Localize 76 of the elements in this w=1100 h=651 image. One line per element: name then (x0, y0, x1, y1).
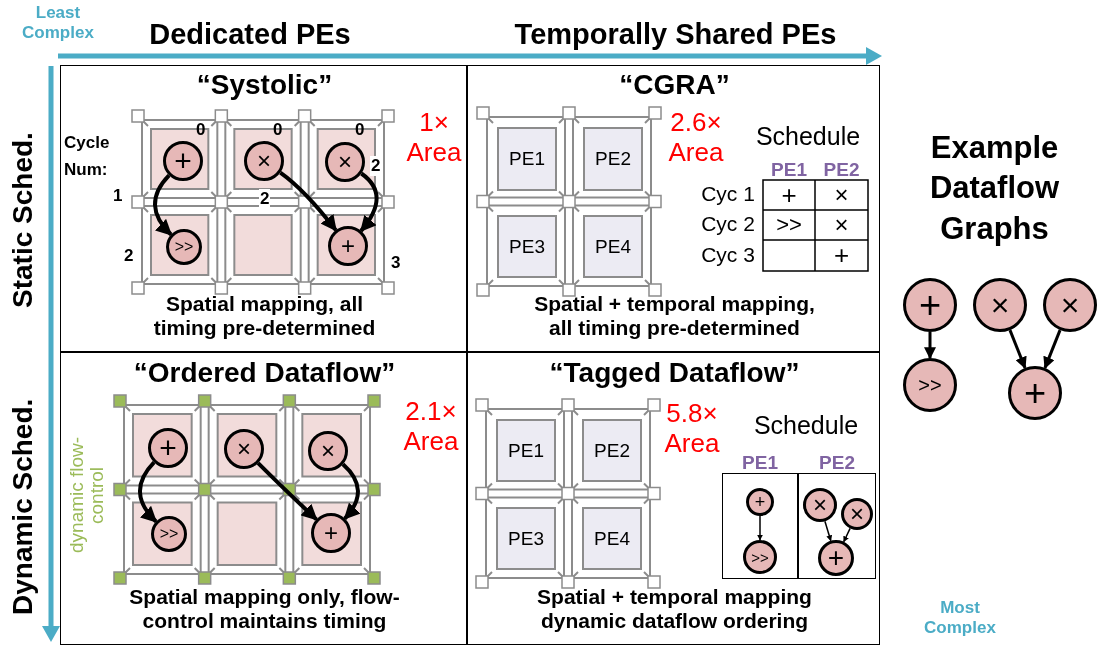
row-header: Static Sched. (8, 131, 39, 310)
arrow (153, 173, 173, 236)
operator-circle: × (841, 498, 873, 530)
operator-circle: × (803, 488, 837, 522)
operator-circle: >> (903, 358, 957, 412)
quadrant-panel (467, 352, 880, 645)
arrow (359, 171, 379, 233)
cycle-number: 0 (355, 120, 365, 140)
arrow (279, 170, 338, 232)
arrow (1043, 329, 1062, 370)
edge-label: 2 (259, 189, 271, 209)
panel-caption: Spatial mapping only, flow-control maintains timing (128, 585, 401, 634)
schedule-heading: Schedule (754, 122, 862, 151)
operator-circle: × (973, 278, 1027, 332)
schedule-entry: × (833, 181, 850, 209)
column-heading: PE1 (741, 452, 779, 474)
pe-tile: PE1 (497, 127, 557, 191)
quadrant-panel (60, 352, 467, 645)
arrow (924, 332, 936, 360)
operator-circle: >> (743, 540, 777, 574)
column-heading: PE1 (770, 159, 808, 181)
axis-label: Least Complex (21, 3, 95, 43)
arrow (757, 515, 763, 541)
operator-circle: + (903, 278, 957, 332)
row-header: Dynamic Sched. (8, 397, 39, 618)
arrow (824, 520, 833, 542)
area-note: 5.8× Area (663, 399, 721, 459)
pe-tile: PE2 (582, 419, 642, 482)
edge-label: 2 (370, 156, 382, 176)
operator-circle: + (1008, 366, 1062, 420)
area-note: 2.1× Area (402, 397, 460, 457)
schedule-heading: Schedule (752, 411, 860, 440)
area-note: 2.6× Area (667, 108, 725, 168)
cycle-number: 3 (391, 253, 401, 273)
panel-caption: Spatial mapping, all timing pre-determined (152, 292, 377, 341)
pe-tile: PE2 (583, 127, 643, 191)
panel-caption: Spatial + temporal mapping, all timing pre-determined (533, 292, 816, 341)
cycle-number-caption: Cycle Num: (64, 132, 111, 182)
row-label: Cyc 3 (700, 243, 756, 268)
side-note: dynamic flow-control (67, 435, 108, 556)
column-header: Dedicated PEs (148, 18, 352, 52)
column-header: Temporally Shared PEs (513, 18, 838, 52)
schedule-entry: × (833, 211, 850, 239)
schedule-entry: + (780, 181, 798, 211)
pe-tile: PE4 (582, 507, 642, 570)
cycle-number: 0 (273, 120, 283, 140)
schedule-entry: + (832, 241, 851, 271)
side-heading: Example Dataflow Graphs (928, 129, 1061, 248)
pe-tile: PE3 (496, 507, 556, 570)
column-heading: PE2 (822, 159, 861, 181)
arrow (341, 462, 361, 520)
row-label: Cyc 2 (700, 212, 756, 237)
cycle-number: 0 (196, 120, 206, 140)
pe-tile: PE3 (497, 215, 557, 278)
pe-tile: PE1 (496, 419, 556, 482)
cycle-number: 2 (124, 246, 134, 266)
pe-tile: PE4 (583, 215, 643, 278)
panel-title: “Ordered Dataflow” (132, 357, 397, 390)
column-heading: PE2 (818, 452, 856, 474)
arrow (1008, 329, 1027, 370)
arrow (843, 527, 851, 543)
panel-title: “CGRA” (618, 69, 731, 102)
arrow (138, 460, 158, 523)
panel-title: “Tagged Dataflow” (548, 357, 801, 390)
arrow (256, 461, 318, 521)
schedule-entry: >> (775, 212, 803, 238)
operator-circle: + (746, 488, 774, 516)
row-label: Cyc 1 (700, 182, 756, 207)
area-note: 1× Area (405, 108, 463, 168)
quadrant-panel (60, 65, 467, 352)
axis-label: Most Complex (923, 598, 997, 638)
panel-caption: Spatial + temporal mapping dynamic dataflow ordering (536, 585, 813, 634)
quadrant-panel (467, 65, 880, 352)
operator-circle: + (818, 540, 854, 576)
panel-title: “Systolic” (195, 69, 334, 102)
operator-circle: × (1043, 278, 1097, 332)
